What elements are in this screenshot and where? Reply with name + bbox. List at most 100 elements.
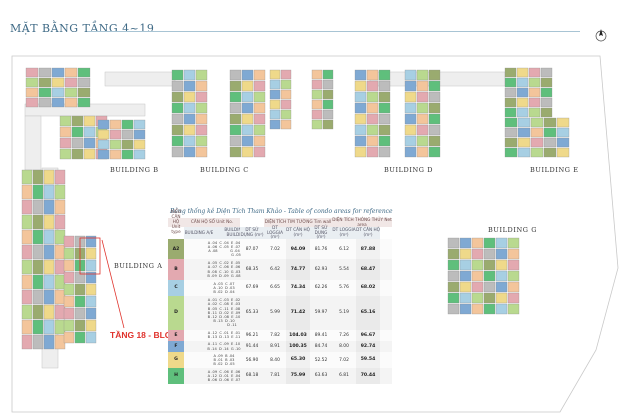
row-type: F [168,341,184,353]
unit-cell [195,135,208,147]
unit-cell [121,129,134,140]
unit-cell [311,119,323,130]
row-value-5: 68.47 [356,259,380,280]
unit-cell [38,67,52,78]
unit-cell [495,292,508,304]
header-unit-type: KIỂU CĂN HỘ Unit type [168,210,184,234]
row-type: D [168,295,184,330]
unit-cell [556,137,570,148]
unit-cell [43,184,55,200]
unit-cell [483,259,496,271]
unit-cell [280,99,292,110]
unit-cell [97,129,110,140]
unit-cell [507,270,520,282]
unit-cell [530,147,544,158]
unit-cell [280,89,292,100]
unit-cell [63,307,75,320]
unit-cell [416,113,429,125]
unit-code-line: A .01 C .03 E .02 [207,298,241,303]
unit-cell [32,184,44,200]
unit-code-line: A .09 B .04 [213,353,235,358]
unit-code-line: A .12 C .01 E .01 [207,331,241,336]
unit-cell [74,331,86,344]
unit-code-line: A .05 C .02 E .05 [207,261,241,266]
header-unit-no: CĂN HỘ SỐ Unit No. [184,218,240,227]
unit-cell [253,91,266,103]
unit-cell [195,124,208,136]
unit-cell [54,274,66,290]
unit-cell [38,77,52,88]
unit-cell [507,237,520,249]
unit-cell [229,80,242,92]
unit-cell [59,137,72,149]
unit-cell [71,137,84,149]
unit-cell [354,80,367,92]
unit-cell [183,102,196,114]
unit-cell [171,80,184,92]
unit-cell [366,80,379,92]
unit-cell [269,69,281,80]
unit-cell [404,102,417,114]
unit-cell [38,97,52,108]
unit-cell [83,148,96,160]
unit-cell [43,274,55,290]
unit-cell [241,102,254,114]
unit-cell [504,117,518,128]
unit-cell [447,292,460,304]
unit-cell [322,109,334,120]
unit-cell [366,146,379,158]
unit-cell [471,259,484,271]
unit-cell [97,119,110,130]
unit-cell [54,229,66,245]
unit-code-line: B .11 D .02 E .09 [207,310,241,315]
unit-cell [528,67,541,78]
row-value-3: 81.76 [314,246,328,252]
building-b-wing [97,119,146,160]
unit-cell [51,67,65,78]
unit-cell [378,91,391,103]
row-value-1: 6.65 [270,285,280,291]
unit-cell [459,248,472,260]
unit-cell [25,97,39,108]
unit-cell [83,137,96,149]
unit-cell [416,80,429,92]
unit-cell [311,79,323,90]
unit-cell [471,292,484,304]
unit-cell [43,199,55,215]
row-value-4: 6.12 [339,246,349,252]
highlighted-block-a-unit [79,237,101,275]
row-type: G [168,352,184,368]
unit-cell [63,271,75,284]
row-value-1: 7.02 [270,246,280,252]
unit-cell [253,102,266,114]
unit-cell [378,80,391,92]
unit-cell [459,259,472,271]
unit-cell [21,259,33,275]
unit-cell [171,124,184,136]
unit-cell [21,214,33,230]
unit-cell [183,80,196,92]
row-value-5: 92.74 [356,341,380,353]
header-sub-2: DT CĂN HỘ (m²) [286,227,310,239]
unit-cell [63,295,75,308]
unit-code-line: D .11 [211,323,237,327]
row-type: C [168,279,184,296]
unit-cell [516,77,529,88]
unit-cell [21,334,33,350]
row-value-1: 5.99 [270,310,280,316]
unit-cell [109,139,122,150]
unit-cell [471,237,484,249]
unit-code-line: B .06 D .06 E .07 [207,377,241,382]
unit-code-line: A .09 C .06 E .06 [207,369,241,374]
unit-cell [21,229,33,245]
unit-cell [241,146,254,158]
compass-icon [595,29,607,42]
unit-cell [504,97,517,108]
row-value-3: 62.93 [314,267,328,273]
unit-cell [507,248,520,260]
